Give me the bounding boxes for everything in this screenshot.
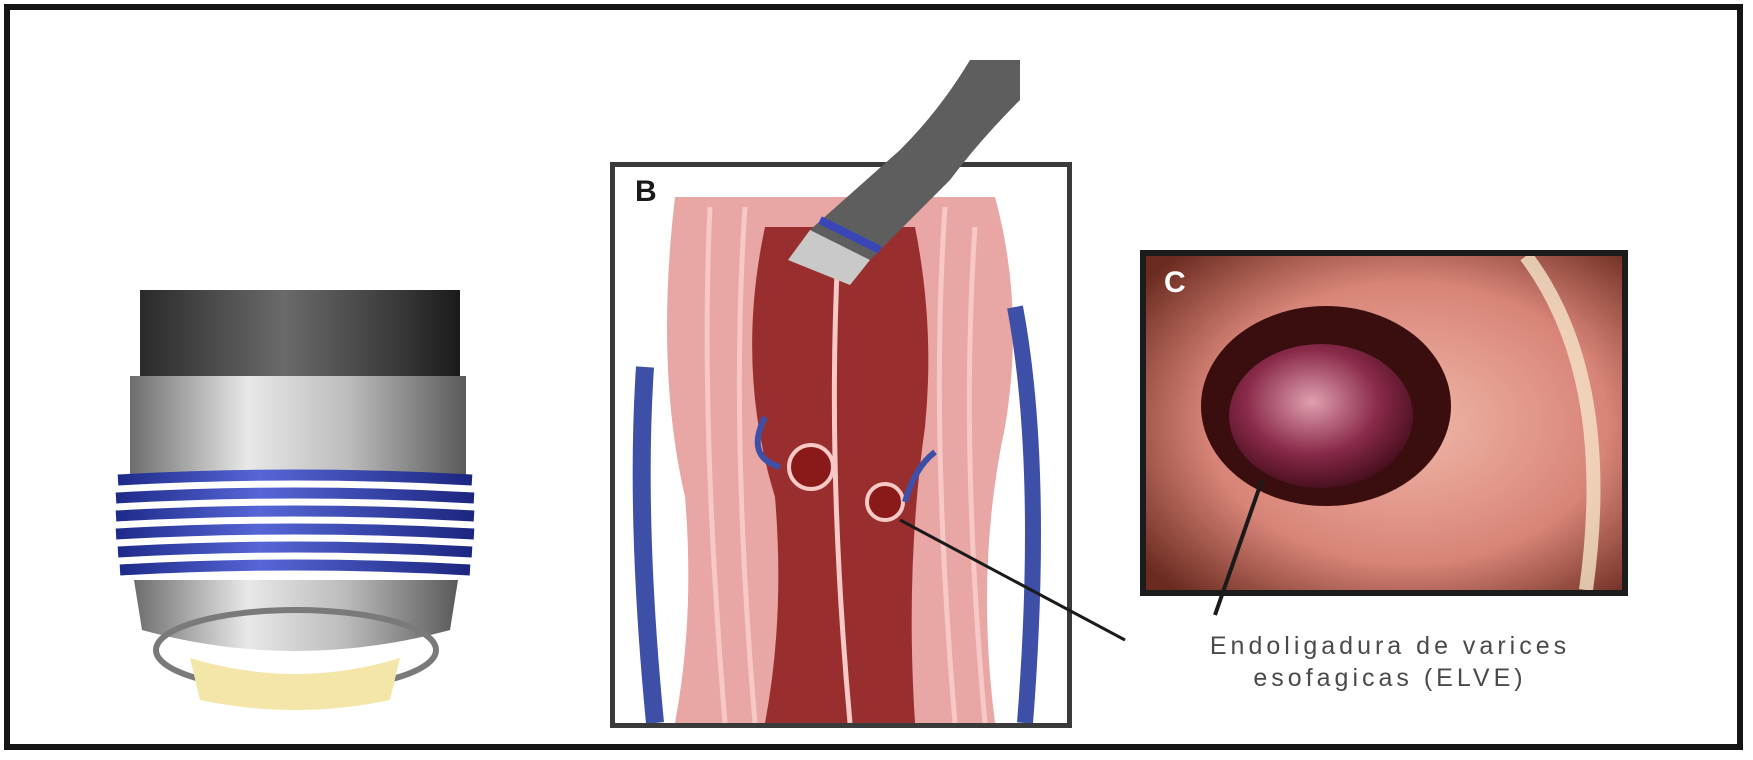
caption-line-2: esofagicas (ELVE) — [1150, 662, 1630, 694]
pointer-line-to-varix-b — [900, 520, 1125, 640]
caption-line-1: Endoligadura de varices — [1150, 630, 1630, 662]
pointer-line-to-varix-c — [1215, 480, 1262, 615]
figure-caption: Endoligadura de varices esofagicas (ELVE… — [1150, 630, 1630, 694]
